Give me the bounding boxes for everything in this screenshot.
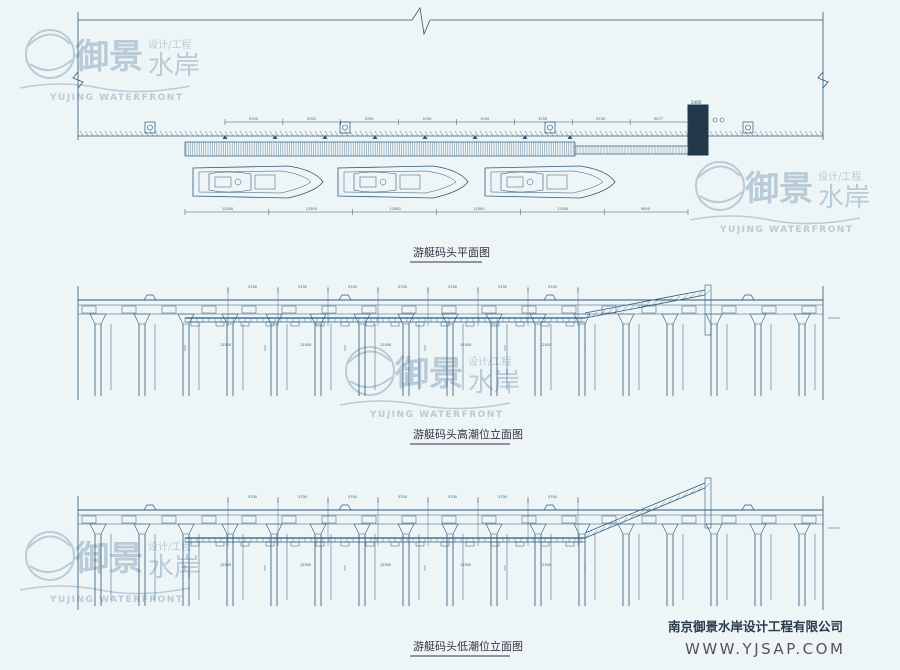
dim-label: 5700 xyxy=(248,285,257,289)
watermark-en: YUJING WATERFRONT xyxy=(49,93,183,103)
dim-label: 5700 xyxy=(538,117,547,121)
watermark-en: YUJING WATERFRONT xyxy=(369,410,503,420)
company-url[interactable]: WWW.YJSAP.COM xyxy=(685,640,846,658)
dim-label: 5700 xyxy=(423,117,432,121)
dim-label: 5700 xyxy=(348,495,357,499)
dim-label: 12500 xyxy=(460,563,471,567)
dim-label: 5700 xyxy=(248,495,257,499)
dim-label: 12500 xyxy=(300,563,311,567)
dim-label: 12500 xyxy=(380,343,391,347)
dim-label: 12500 xyxy=(540,343,551,347)
dim-label: 12500 xyxy=(220,563,231,567)
dim-label: 5700 xyxy=(596,117,605,121)
dim-label: 12500 xyxy=(306,207,317,211)
watermark-cn: 御景 xyxy=(74,539,143,579)
watermark-en: YUJING WATERFRONT xyxy=(49,595,183,605)
dim-label: 5700 xyxy=(498,495,507,499)
high-tide-elevation: 5700 5700 5700 5700 5700 5700 5700 12500 12500 12… xyxy=(77,284,840,400)
watermark-tag: 设计/工程 xyxy=(148,38,191,51)
dim-label: 5700 xyxy=(307,117,316,121)
dim-label: 5700 xyxy=(448,285,457,289)
dim-label: 5700 xyxy=(448,495,457,499)
dim-label: 5700 xyxy=(298,495,307,499)
dim-label: 5700 xyxy=(398,495,407,499)
watermark-logo-right: 御景水岸设计/工程 YUJING WATERFRONT xyxy=(689,161,870,235)
dim-label: 9000 xyxy=(641,207,650,211)
high-tide-title: 游艇码头高潮位立面图 xyxy=(413,427,523,441)
plan-title: 游艇码头平面图 xyxy=(413,245,490,259)
dim-label: 5700 xyxy=(249,117,258,121)
watermark-cn2: 水岸 xyxy=(148,51,200,81)
dim-label: 12500 xyxy=(300,343,311,347)
watermark-cn: 御景 xyxy=(394,354,463,394)
dim-label: 5700 xyxy=(480,117,489,121)
watermark-logo-center: 御景水岸设计/工程 YUJING WATERFRONT xyxy=(339,346,520,420)
dim-label: 12500 xyxy=(473,207,484,211)
watermark-tag: 设计/工程 xyxy=(148,540,191,553)
dim-label: 12500 xyxy=(557,207,568,211)
low-tide-title: 游艇码头低潮位立面图 xyxy=(413,639,523,653)
watermark-en: YUJING WATERFRONT xyxy=(719,225,853,235)
plan-view: 5700 5700 5700 5700 5700 5700 5700 9077 12500 12… xyxy=(72,6,829,263)
yacht xyxy=(337,165,469,199)
dim-label: 9077 xyxy=(654,117,663,121)
low-tide-elevation: 5700 5700 5700 5700 5700 5700 5700 12500 12500 12… xyxy=(77,477,840,610)
dim-label: 12500 xyxy=(390,207,401,211)
dim-label: 5700 xyxy=(298,285,307,289)
company-name: 南京御景水岸设计工程有限公司 xyxy=(668,619,844,634)
yacht xyxy=(192,165,324,199)
watermark-cn2: 水岸 xyxy=(468,368,520,398)
dim-label: 12500 xyxy=(540,563,551,567)
dim-label: 5700 xyxy=(365,117,374,121)
dim-label: 5700 xyxy=(548,285,557,289)
watermark-cn2: 水岸 xyxy=(818,183,870,213)
dim-label: 12500 xyxy=(460,343,471,347)
dim-label: 5700 xyxy=(548,495,557,499)
watermark-tag: 设计/工程 xyxy=(468,355,511,368)
dim-label: 5700 xyxy=(398,285,407,289)
dim-label: 12500 xyxy=(220,343,231,347)
watermark-tag: 设计/工程 xyxy=(818,170,861,183)
watermark-logo-top-left: 御景水岸设计/工程 YUJING WATERFRONT xyxy=(19,29,200,103)
watermark-cn: 御景 xyxy=(74,37,143,77)
watermark-logo-bottom-left: 御景水岸设计/工程 YUJING WATERFRONT xyxy=(19,531,200,605)
watermark-cn2: 水岸 xyxy=(148,553,200,583)
watermark-cn: 御景 xyxy=(744,169,813,209)
dim-label: 12500 xyxy=(222,207,233,211)
dim-label: 12500 xyxy=(380,563,391,567)
dim-label: 5700 xyxy=(348,285,357,289)
dim-label: 5700 xyxy=(498,285,507,289)
tower-dim-label: 2400 xyxy=(691,100,702,105)
yacht xyxy=(484,165,616,199)
